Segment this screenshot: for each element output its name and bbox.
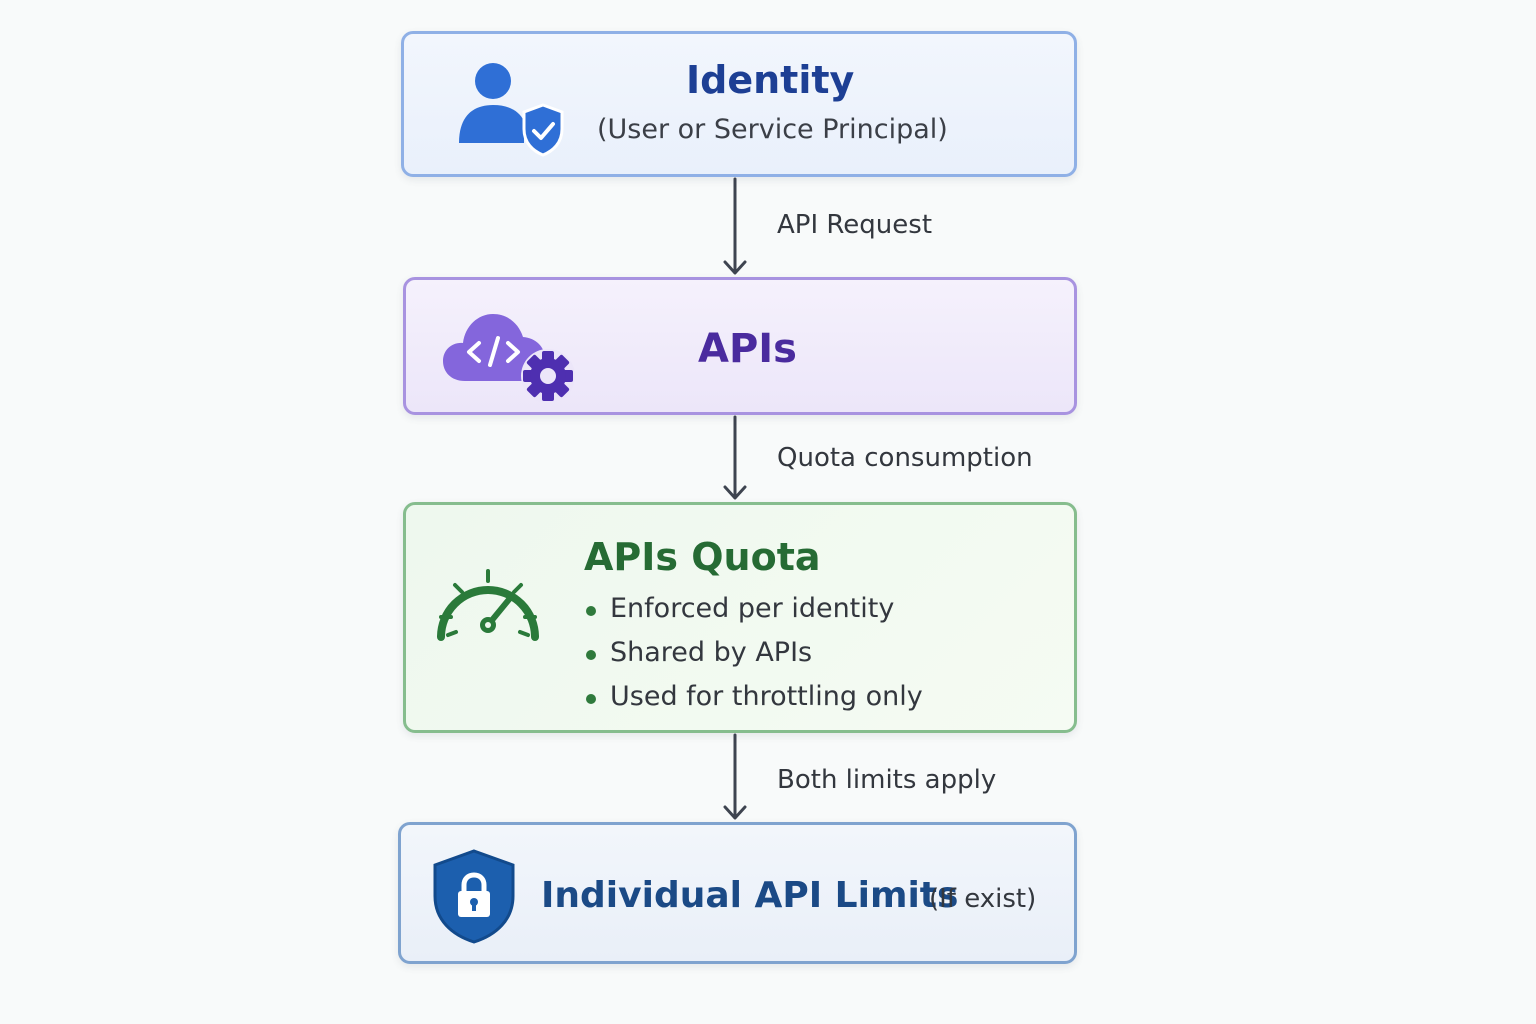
list-item: Shared by APIs bbox=[584, 637, 923, 681]
list-item: Enforced per identity bbox=[584, 593, 923, 637]
edge-label-quota-consumption: Quota consumption bbox=[777, 443, 1033, 473]
shield-lock-icon bbox=[433, 849, 515, 944]
identity-box: Identity (User or Service Principal) bbox=[401, 31, 1077, 177]
apis-quota-title: APIs Quota bbox=[584, 535, 821, 579]
apis-title: APIs bbox=[698, 326, 797, 372]
apis-box: APIs bbox=[403, 277, 1077, 415]
bullet-icon bbox=[586, 606, 596, 616]
cloud-code-gear-icon bbox=[443, 314, 575, 402]
quota-bullet-list: Enforced per identity Shared by APIs Use… bbox=[584, 593, 923, 725]
bullet-icon bbox=[586, 694, 596, 704]
identity-title: Identity bbox=[686, 58, 855, 102]
user-shield-icon bbox=[459, 63, 564, 157]
gauge-icon bbox=[437, 569, 539, 641]
apis-quota-box: APIs Quota Enforced per identity Shared … bbox=[403, 502, 1077, 733]
individual-api-limits-box: Individual API Limits (If exist) bbox=[398, 822, 1077, 964]
individual-api-limits-note: (If exist) bbox=[929, 884, 1037, 914]
edge-label-both-limits: Both limits apply bbox=[777, 765, 997, 795]
individual-api-limits-title: Individual API Limits bbox=[541, 875, 959, 916]
edge-label-api-request: API Request bbox=[777, 210, 933, 240]
list-item: Used for throttling only bbox=[584, 681, 923, 725]
bullet-text: Enforced per identity bbox=[610, 593, 895, 624]
bullet-text: Shared by APIs bbox=[610, 637, 813, 668]
bullet-text: Used for throttling only bbox=[610, 681, 923, 712]
bullet-icon bbox=[586, 650, 596, 660]
identity-subtitle: (User or Service Principal) bbox=[597, 114, 948, 145]
